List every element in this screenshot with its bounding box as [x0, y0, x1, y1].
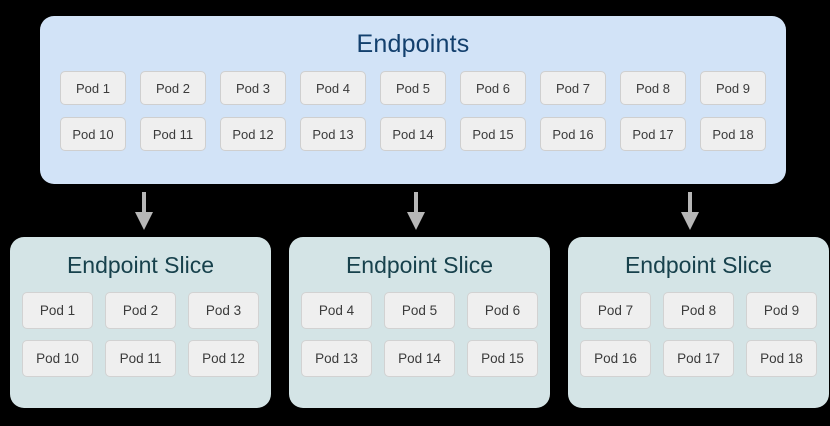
pod-chip[interactable]: Pod 2 — [140, 71, 206, 105]
endpoints-pod-row: Pod 10 Pod 11 Pod 12 Pod 13 Pod 14 Pod 1… — [54, 117, 772, 151]
endpoint-slice-group: Endpoint Slice Pod 1 Pod 2 Pod 3 Pod 10 … — [10, 237, 829, 408]
pod-chip[interactable]: Pod 11 — [105, 340, 176, 377]
endpoint-slice-title: Endpoint Slice — [624, 252, 773, 278]
pod-chip[interactable]: Pod 8 — [663, 292, 734, 329]
endpoint-slice-pod-row: Pod 1 Pod 2 Pod 3 — [22, 292, 259, 329]
pod-chip[interactable]: Pod 7 — [580, 292, 651, 329]
pod-chip[interactable]: Pod 12 — [220, 117, 286, 151]
pod-chip[interactable]: Pod 13 — [301, 340, 372, 377]
pod-chip[interactable]: Pod 3 — [188, 292, 259, 329]
arrow-down-icon — [403, 192, 429, 230]
endpoints-panel: Endpoints Pod 1 Pod 2 Pod 3 Pod 4 Pod 5 … — [40, 16, 786, 184]
pod-chip[interactable]: Pod 7 — [540, 71, 606, 105]
arrow-shaft — [688, 192, 692, 214]
pod-chip[interactable]: Pod 5 — [380, 71, 446, 105]
pod-chip[interactable]: Pod 10 — [22, 340, 93, 377]
pod-chip[interactable]: Pod 18 — [746, 340, 817, 377]
endpoint-slice-pod-grid: Pod 4 Pod 5 Pod 6 Pod 13 Pod 14 Pod 15 — [289, 277, 550, 377]
pod-chip[interactable]: Pod 13 — [300, 117, 366, 151]
endpoint-slice-pod-row: Pod 10 Pod 11 Pod 12 — [22, 340, 259, 377]
endpoint-slice-pod-grid: Pod 1 Pod 2 Pod 3 Pod 10 Pod 11 Pod 12 — [10, 277, 271, 377]
arrow-head — [135, 212, 153, 230]
arrow-down-icon — [677, 192, 703, 230]
pod-chip[interactable]: Pod 18 — [700, 117, 766, 151]
endpoint-slice-pod-row: Pod 13 Pod 14 Pod 15 — [301, 340, 538, 377]
pod-chip[interactable]: Pod 2 — [105, 292, 176, 329]
pod-chip[interactable]: Pod 17 — [620, 117, 686, 151]
pod-chip[interactable]: Pod 10 — [60, 117, 126, 151]
pod-chip[interactable]: Pod 8 — [620, 71, 686, 105]
endpoint-slice-pod-row: Pod 16 Pod 17 Pod 18 — [580, 340, 817, 377]
pod-chip[interactable]: Pod 1 — [60, 71, 126, 105]
arrow-shaft — [414, 192, 418, 214]
endpoint-slice-panel-2: Endpoint Slice Pod 4 Pod 5 Pod 6 Pod 13 … — [289, 237, 550, 408]
endpoint-slice-pod-grid: Pod 7 Pod 8 Pod 9 Pod 16 Pod 17 Pod 18 — [568, 277, 829, 377]
pod-chip[interactable]: Pod 9 — [700, 71, 766, 105]
arrow-down-icon — [131, 192, 157, 230]
pod-chip[interactable]: Pod 16 — [540, 117, 606, 151]
endpoint-slice-title: Endpoint Slice — [66, 252, 215, 278]
pod-chip[interactable]: Pod 6 — [467, 292, 538, 329]
pod-chip[interactable]: Pod 14 — [380, 117, 446, 151]
pod-chip[interactable]: Pod 17 — [663, 340, 734, 377]
endpoint-slice-title: Endpoint Slice — [345, 252, 494, 278]
pod-chip[interactable]: Pod 12 — [188, 340, 259, 377]
pod-chip[interactable]: Pod 9 — [746, 292, 817, 329]
endpoints-pod-row: Pod 1 Pod 2 Pod 3 Pod 4 Pod 5 Pod 6 Pod … — [54, 71, 772, 105]
endpoint-slice-panel-1: Endpoint Slice Pod 1 Pod 2 Pod 3 Pod 10 … — [10, 237, 271, 408]
pod-chip[interactable]: Pod 5 — [384, 292, 455, 329]
arrow-head — [681, 212, 699, 230]
endpoint-slice-pod-row: Pod 7 Pod 8 Pod 9 — [580, 292, 817, 329]
endpoint-slice-panel-3: Endpoint Slice Pod 7 Pod 8 Pod 9 Pod 16 … — [568, 237, 829, 408]
arrow-head — [407, 212, 425, 230]
pod-chip[interactable]: Pod 15 — [460, 117, 526, 151]
pod-chip[interactable]: Pod 11 — [140, 117, 206, 151]
pod-chip[interactable]: Pod 15 — [467, 340, 538, 377]
endpoints-title: Endpoints — [356, 30, 470, 58]
endpoints-pod-grid: Pod 1 Pod 2 Pod 3 Pod 4 Pod 5 Pod 6 Pod … — [40, 57, 786, 151]
pod-chip[interactable]: Pod 4 — [300, 71, 366, 105]
pod-chip[interactable]: Pod 6 — [460, 71, 526, 105]
pod-chip[interactable]: Pod 3 — [220, 71, 286, 105]
endpoint-slice-pod-row: Pod 4 Pod 5 Pod 6 — [301, 292, 538, 329]
pod-chip[interactable]: Pod 4 — [301, 292, 372, 329]
pod-chip[interactable]: Pod 1 — [22, 292, 93, 329]
pod-chip[interactable]: Pod 16 — [580, 340, 651, 377]
pod-chip[interactable]: Pod 14 — [384, 340, 455, 377]
arrow-shaft — [142, 192, 146, 214]
